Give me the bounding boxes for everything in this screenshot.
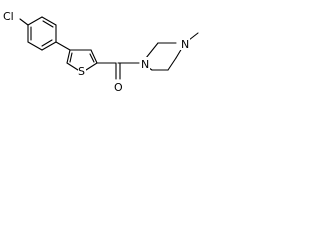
carbonyl-double-bond	[115, 62, 121, 80]
molecule-drawing: Cl S O N N	[1, 9, 199, 94]
structure-diagram: Cl S O N N	[0, 0, 200, 102]
bond-n-methyl	[188, 32, 199, 41]
chlorine-label: Cl	[3, 10, 14, 23]
oxygen-label: O	[114, 81, 123, 94]
sulfur-label: S	[78, 65, 85, 78]
bond-aryl-thiophene	[55, 41, 71, 51]
thiophene-ring	[66, 49, 98, 71]
amide-nitrogen-label: N	[141, 58, 149, 71]
atom-labels: Cl S O N N	[1, 9, 190, 94]
methyl-nitrogen-label: N	[181, 38, 189, 51]
chlorophenyl-ring	[27, 16, 57, 51]
bond-c-cl	[19, 18, 29, 26]
piperazine-ring	[145, 42, 183, 71]
